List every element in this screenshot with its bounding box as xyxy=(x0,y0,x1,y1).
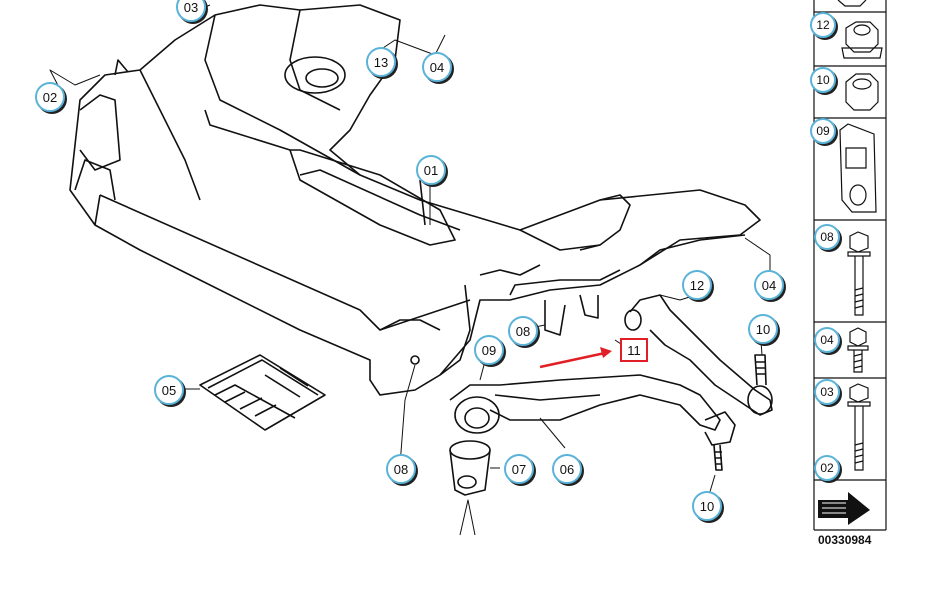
flange-nut-icon xyxy=(841,21,883,59)
callout-13: 13 xyxy=(366,47,396,77)
highlight-arrow xyxy=(539,347,612,369)
callout-03-top: 03 xyxy=(176,0,206,22)
bracket-clip-icon xyxy=(839,123,877,213)
callout-10-bottom: 10 xyxy=(692,491,722,521)
callout-10-right: 10 xyxy=(748,314,778,344)
bolt-icon xyxy=(847,383,871,471)
callout-04-top: 04 xyxy=(422,52,452,82)
side-label-04: 04 xyxy=(814,327,840,353)
side-label-09: 09 xyxy=(810,118,836,144)
bushing-07 xyxy=(449,440,491,496)
long-bolt-icon xyxy=(847,231,871,316)
callout-04-right: 04 xyxy=(754,270,784,300)
leader-lines xyxy=(49,4,771,536)
side-label-02: 02 xyxy=(814,455,840,481)
control-arm-06 xyxy=(449,374,736,471)
callout-01: 01 xyxy=(416,155,446,185)
callout-02-left: 02 xyxy=(35,82,65,112)
hex-nut-icon xyxy=(845,73,879,111)
callout-08-bottom: 08 xyxy=(386,454,416,484)
callout-05: 05 xyxy=(154,375,184,405)
callout-07: 07 xyxy=(504,454,534,484)
front-axle-carrier xyxy=(69,4,761,396)
side-label-03: 03 xyxy=(814,379,840,405)
side-label-10: 10 xyxy=(810,67,836,93)
side-label-08: 08 xyxy=(814,224,840,250)
callout-06: 06 xyxy=(552,454,582,484)
short-bolt-icon xyxy=(847,327,869,373)
parts-column xyxy=(813,0,887,531)
callout-08-mid: 08 xyxy=(508,316,538,346)
arrow-icon xyxy=(818,492,870,525)
control-arm-11 xyxy=(624,294,773,416)
underbody-plate xyxy=(199,354,326,431)
callout-12: 12 xyxy=(682,270,712,300)
side-label-12: 12 xyxy=(810,12,836,38)
callout-11-highlighted: 11 xyxy=(620,338,648,362)
diagram-code: 00330984 xyxy=(818,533,872,547)
callout-09: 09 xyxy=(474,335,504,365)
